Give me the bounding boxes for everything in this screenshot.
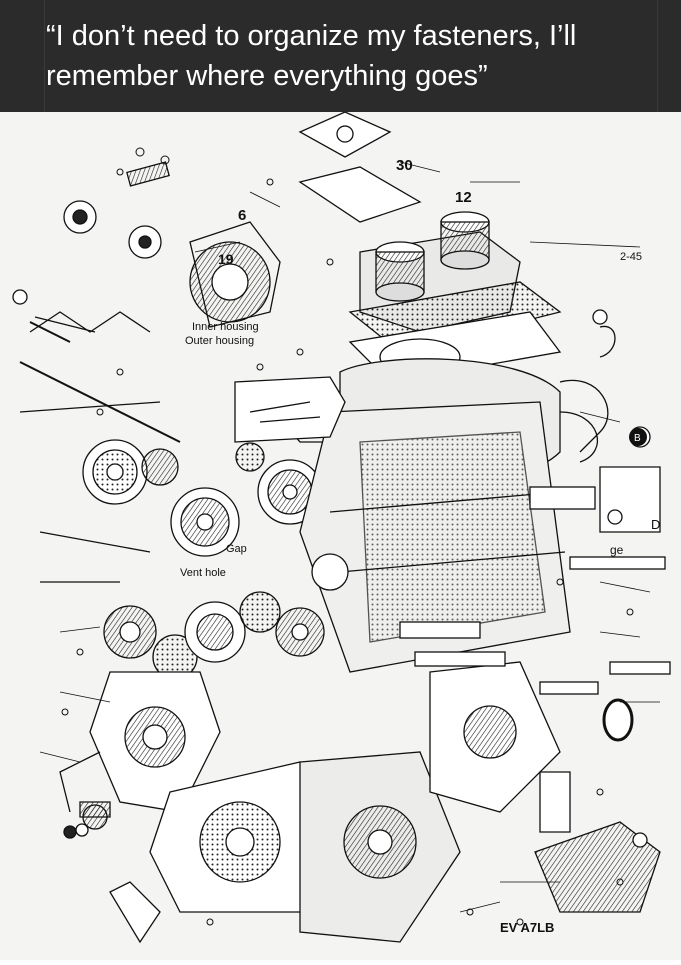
page-reference: 2-45: [620, 251, 642, 263]
label-ge: ge: [610, 543, 624, 557]
caption-line-1: “I don’t need to organize my fasteners, …: [46, 20, 577, 52]
label-b: B: [634, 433, 641, 444]
label-30: 30: [396, 157, 413, 174]
exploded-engine-diagram: 30 12 6 19 2-45 Inner housing Outer hous…: [0, 111, 681, 960]
label-outer-housing: Outer housing: [185, 335, 254, 347]
figure-code: EV A7LB: [500, 920, 554, 935]
label-19: 19: [218, 251, 234, 267]
label-6: 6: [238, 207, 246, 224]
label-d: D: [651, 517, 660, 532]
parts-cluster: [12, 111, 671, 944]
callout-b-marker: [629, 428, 647, 446]
caption-line-2: remember where everything goes”: [46, 60, 488, 92]
label-12: 12: [455, 189, 472, 206]
meme-caption: “I don’t need to organize my fasteners, …: [46, 16, 656, 96]
engine-illustration: 30 12 6 19 2-45 Inner housing Outer hous…: [12, 111, 671, 944]
caption-frame: [44, 0, 658, 112]
caption-bar: “I don’t need to organize my fasteners, …: [0, 0, 681, 112]
label-inner-housing: Inner housing: [192, 321, 259, 333]
label-vent-hole: Vent hole: [180, 567, 226, 579]
label-gap: Gap: [226, 543, 247, 555]
diagram-labels: 30 12 6 19 2-45 Inner housing Outer hous…: [180, 157, 660, 935]
